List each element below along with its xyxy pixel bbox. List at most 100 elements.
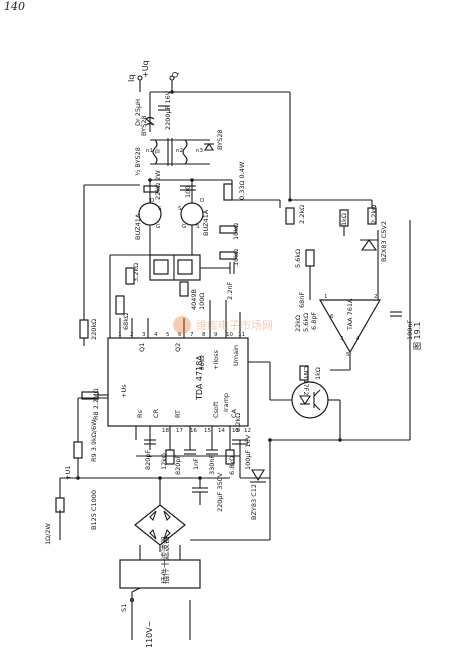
fb-zener-label: BZX83 C5V2 — [380, 221, 388, 262]
output-diode-label: ½ BYS28 — [134, 147, 142, 176]
bias-u1-label: +U1 — [64, 466, 72, 480]
winding-n3: n3 — [196, 148, 203, 154]
svg-text:12: 12 — [244, 428, 251, 434]
transformer-label: Tr — [154, 148, 162, 155]
svg-text:10: 10 — [226, 332, 233, 338]
emi-filter-label: 插件十滤波器 — [160, 536, 170, 584]
startup-network: 1Ω/2W +U1 R9 3.9kΩ/6W — [44, 412, 160, 545]
r4-label: 4049B — [190, 289, 198, 310]
fb-c3-label: 6.8pF — [310, 312, 318, 330]
ic-pin-cr: CR — [152, 408, 160, 418]
startup-resistor-label: 1Ω/2W — [44, 523, 52, 545]
ic-pin-umain: Umain — [232, 345, 240, 366]
snubber2-label: 100 — [184, 186, 192, 198]
svg-text:D: D — [200, 198, 204, 204]
fb-r1-label: 2.2kΩ — [298, 205, 306, 224]
r5-label: 6.8kΩ — [228, 456, 236, 475]
svg-text:8: 8 — [202, 332, 206, 338]
soft-resistor-label: 68kΩ — [122, 313, 130, 330]
mains-voltage-label: 110V~ — [145, 621, 154, 648]
svg-text:3: 3 — [142, 332, 146, 338]
optocoupler: CNY17F2 — [269, 362, 341, 440]
svg-text:S: S — [158, 206, 162, 212]
ic-pin-iloss: Iloss — [198, 355, 206, 370]
svg-text:13: 13 — [232, 428, 239, 434]
controller-ic: TDA 4718A +Us Rs CR RT Csoft CA Q1 Q2 Il… — [77, 300, 270, 450]
svg-text:S: S — [196, 224, 200, 230]
r12-label: 12kΩ — [160, 453, 168, 470]
svg-text:2: 2 — [374, 294, 378, 300]
r5b-label: 100Ω — [198, 293, 206, 310]
emi-filter-box — [119, 559, 201, 589]
bulk-capacitor: 220μF 350V — [160, 472, 230, 512]
fet2-label: BUZ41A — [202, 209, 210, 236]
ic-pin-q2: Q2 — [174, 343, 182, 352]
winding-n2: n2 — [176, 148, 183, 154]
ic-pin-numbers: 1 2 3 4 5 6 7 8 9 10 11 12 13 14 15 16 1… — [118, 332, 251, 434]
svg-text:7: 7 — [190, 332, 194, 338]
c2-label: 820pF — [174, 454, 182, 475]
ic-pin-us: +Us — [120, 384, 128, 398]
snubber1-label: 22kΩ 2W — [154, 170, 162, 200]
rs-label: 220kΩ — [90, 319, 98, 340]
output-stage: Dr 25μH 2200μF 16V Q Iq +Uq — [127, 60, 291, 200]
ground-returns — [190, 220, 411, 541]
gate-driver-block: 2.2nF — [109, 254, 235, 338]
svg-text:18: 18 — [162, 428, 169, 434]
fb-r3-label: 2.2kΩ — [370, 205, 378, 224]
svg-text:5: 5 — [346, 352, 350, 358]
power-stage: BUZ41A BUZ41A S D G S G S D 10kΩ 10kΩ 22… — [134, 161, 281, 266]
mains-input: 110V~ S1 插件十滤波器 — [119, 536, 201, 648]
c3-label: 1nF — [192, 458, 200, 470]
ic-pin-q1: Q1 — [138, 343, 146, 352]
bridge-label: B125 C1000 — [90, 490, 98, 530]
c4-label: 330nF — [208, 454, 216, 475]
ic-pin-rs: Rs — [136, 409, 144, 418]
svg-text:5: 5 — [166, 332, 170, 338]
drive-cap-label: 2.2nF — [226, 282, 234, 300]
svg-text:17: 17 — [176, 428, 183, 434]
fuse-switch: S1 — [120, 587, 141, 612]
svg-text:G: G — [156, 224, 160, 230]
transformer: Tr n1 n2 n3 BYS28 BYS28 ½ BYS28 — [134, 116, 224, 176]
soft-start-network: 68kΩ 220kΩ 3.2kΩ 4049B 100Ω — [79, 184, 206, 346]
svg-text:4: 4 — [356, 336, 360, 342]
ic-pin-rt: RT — [174, 410, 182, 418]
bias-r9-label: R9 3.9kΩ/6W — [90, 419, 98, 462]
fuse-label: S1 — [120, 604, 128, 612]
winding-n1: n1 — [146, 148, 153, 154]
output-cap-label: 2200μF 16V — [164, 90, 172, 130]
ic-pin-iramp: Iramp — [222, 393, 230, 412]
svg-text:D: D — [150, 198, 154, 204]
opto-label: CNY17F2 — [302, 366, 310, 396]
mosfet-2 — [180, 202, 204, 226]
feedback-network: 2.2kΩ 1kΩ 2.2kΩ 5.6kΩ BZX83 C5V2 TAA 761… — [285, 199, 414, 381]
r3-label: 3.2kΩ — [132, 263, 140, 282]
fb-r7-label: 1kΩ — [314, 367, 322, 380]
fet1-label: BUZ41A — [134, 213, 142, 240]
svg-text:16: 16 — [190, 428, 197, 434]
ic-name: TDA 4718A — [195, 355, 204, 401]
c1-label: 820pF — [144, 449, 152, 470]
fb-r4-label: 5.6kΩ — [294, 249, 302, 268]
bulk-cap-label: 220μF 350V — [216, 472, 224, 512]
output-iq-label: Iq — [127, 75, 136, 82]
svg-text:G: G — [182, 224, 186, 230]
gate-r2-label: 10kΩ — [232, 249, 240, 266]
junction-dots — [76, 90, 342, 480]
svg-text:11: 11 — [238, 332, 245, 338]
svg-text:15: 15 — [204, 428, 211, 434]
figure-caption: 图 19.1 — [413, 322, 422, 350]
svg-text:4: 4 — [154, 332, 158, 338]
bias-cap-label: 100μF 16V — [244, 434, 252, 470]
ic-pin-ca: CA — [230, 408, 238, 418]
page-number: 140 — [4, 0, 25, 13]
gate-r1-label: 10kΩ — [232, 223, 240, 240]
fb-c2-label: 68nF — [298, 292, 306, 308]
bias-zener-cap: BZY83 C12 100μF 16V — [232, 434, 270, 520]
clamp-diode-left-label: BYS28 — [140, 116, 148, 136]
watermark-text: 维库电子市场网 — [196, 318, 273, 332]
watermark: 维库电子市场网 — [173, 316, 273, 334]
fb-r5-label: 22kΩ — [294, 315, 302, 332]
